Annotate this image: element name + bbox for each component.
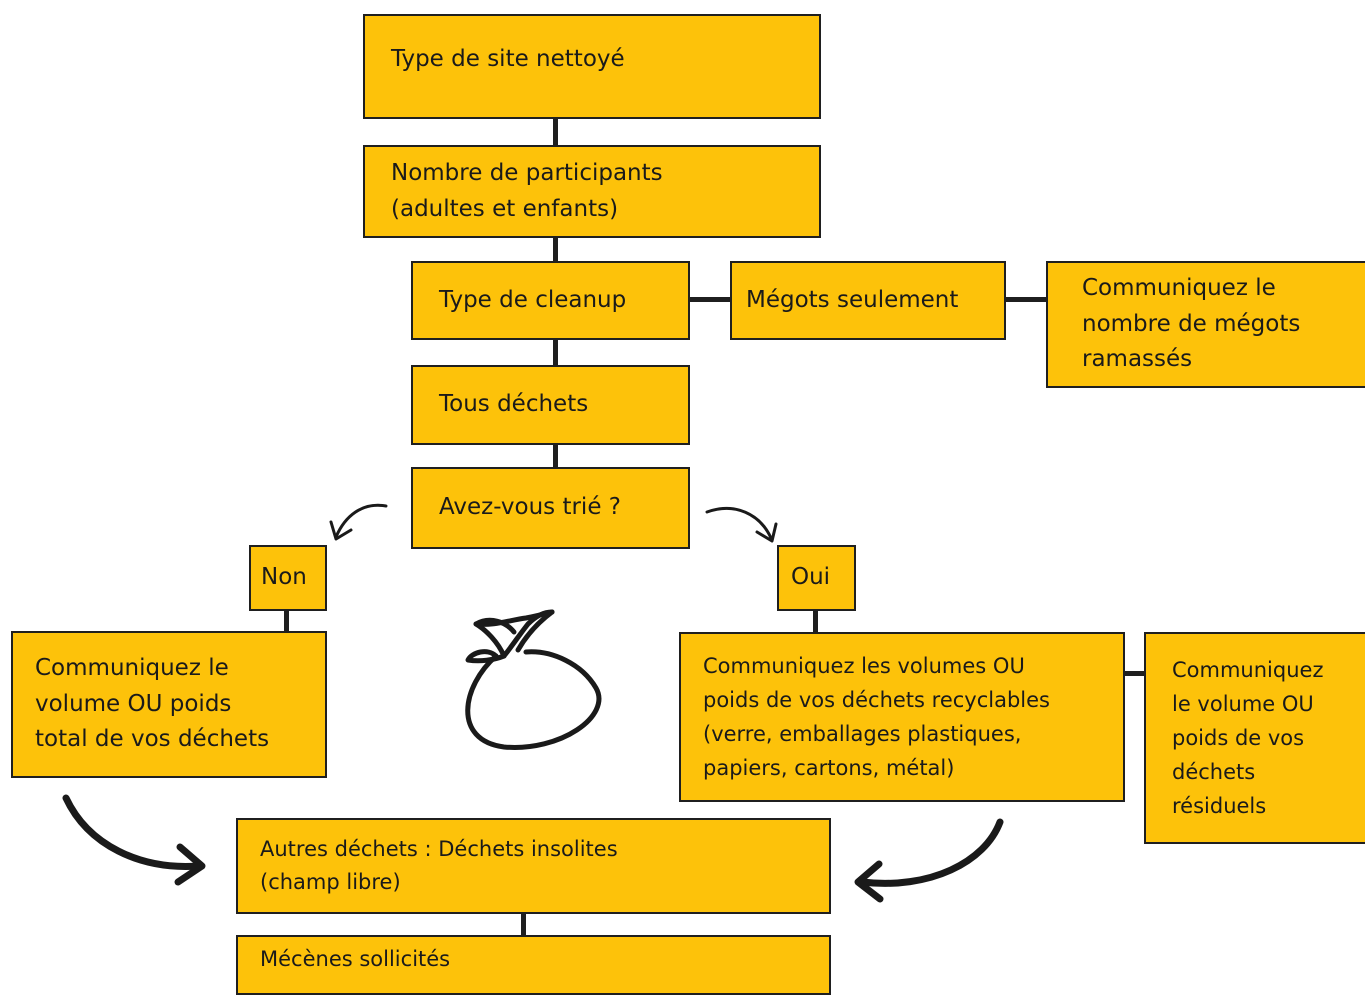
no-box: Non bbox=[249, 545, 327, 611]
residual-line-2: le volume OU bbox=[1172, 691, 1314, 716]
connector-cleanup-butts bbox=[689, 297, 731, 302]
all-waste-label: Tous déchets bbox=[439, 391, 589, 418]
butts-count-line-2: nombre de mégots bbox=[1082, 310, 1301, 337]
connector-other-sponsors bbox=[521, 912, 526, 936]
site-type-box: Type de site nettoyé bbox=[363, 14, 821, 119]
residual-line-4: déchets bbox=[1172, 760, 1256, 784]
cleanup-type-box: Type de cleanup bbox=[411, 261, 690, 340]
butts-count-line-1: Communiquez le bbox=[1082, 275, 1276, 302]
curved-arrow-icon bbox=[854, 818, 1004, 903]
connector-site-participants bbox=[553, 118, 558, 146]
connector-cleanup-allwaste bbox=[553, 339, 558, 366]
residual-volume-box: Communiquez le volume OU poids de vos dé… bbox=[1144, 632, 1365, 844]
total-volume-line-2: volume OU poids bbox=[35, 690, 232, 717]
connector-yes-recyclable bbox=[813, 610, 818, 633]
butts-only-box: Mégots seulement bbox=[730, 261, 1006, 340]
sorted-question-box: Avez-vous trié ? bbox=[411, 467, 690, 549]
yes-box: Oui bbox=[777, 545, 856, 611]
curved-arrow-icon bbox=[62, 794, 206, 886]
trash-bag-icon bbox=[465, 609, 602, 750]
total-volume-line-1: Communiquez le bbox=[35, 655, 229, 682]
all-waste-box: Tous déchets bbox=[411, 365, 690, 445]
curved-arrow-icon bbox=[329, 503, 388, 541]
other-waste-line-2: (champ libre) bbox=[260, 870, 401, 894]
sponsors-label: Mécènes sollicités bbox=[260, 947, 451, 971]
recyclable-line-1: Communiquez les volumes OU bbox=[703, 653, 1025, 678]
recyclable-line-3: (verre, emballages plastiques, bbox=[703, 722, 1022, 746]
connector-allwaste-sorted bbox=[553, 444, 558, 468]
residual-line-1: Communiquez bbox=[1172, 657, 1324, 682]
recyclable-volume-box: Communiquez les volumes OU poids de vos … bbox=[679, 632, 1125, 802]
participants-line-1: Nombre de participants bbox=[391, 159, 663, 186]
connector-participants-cleanup bbox=[553, 237, 558, 262]
total-volume-box: Communiquez le volume OU poids total de … bbox=[11, 631, 327, 778]
other-waste-box: Autres déchets : Déchets insolites (cham… bbox=[236, 818, 831, 914]
connector-no-total bbox=[284, 610, 289, 632]
butts-count-line-3: ramassés bbox=[1082, 346, 1193, 373]
residual-line-3: poids de vos bbox=[1172, 725, 1305, 750]
site-type-label: Type de site nettoyé bbox=[391, 46, 625, 72]
no-label: Non bbox=[261, 564, 307, 591]
yes-label: Oui bbox=[791, 564, 831, 591]
connector-butts-count bbox=[1005, 297, 1047, 302]
residual-line-5: résiduels bbox=[1172, 794, 1267, 819]
recyclable-line-2: poids de vos déchets recyclables bbox=[703, 687, 1050, 712]
recyclable-line-4: papiers, cartons, métal) bbox=[703, 756, 955, 781]
total-volume-line-3: total de vos déchets bbox=[35, 726, 270, 753]
curved-arrow-icon bbox=[705, 507, 778, 543]
cleanup-type-label: Type de cleanup bbox=[439, 286, 627, 313]
butts-count-box: Communiquez le nombre de mégots ramassés bbox=[1046, 261, 1365, 388]
participants-line-2: (adultes et enfants) bbox=[391, 195, 619, 222]
butts-only-label: Mégots seulement bbox=[746, 286, 959, 313]
participants-box: Nombre de participants (adultes et enfan… bbox=[363, 145, 821, 238]
connector-recyclable-residual bbox=[1124, 671, 1146, 676]
sorted-question-label: Avez-vous trié ? bbox=[439, 494, 621, 521]
other-waste-line-1: Autres déchets : Déchets insolites bbox=[260, 837, 618, 862]
